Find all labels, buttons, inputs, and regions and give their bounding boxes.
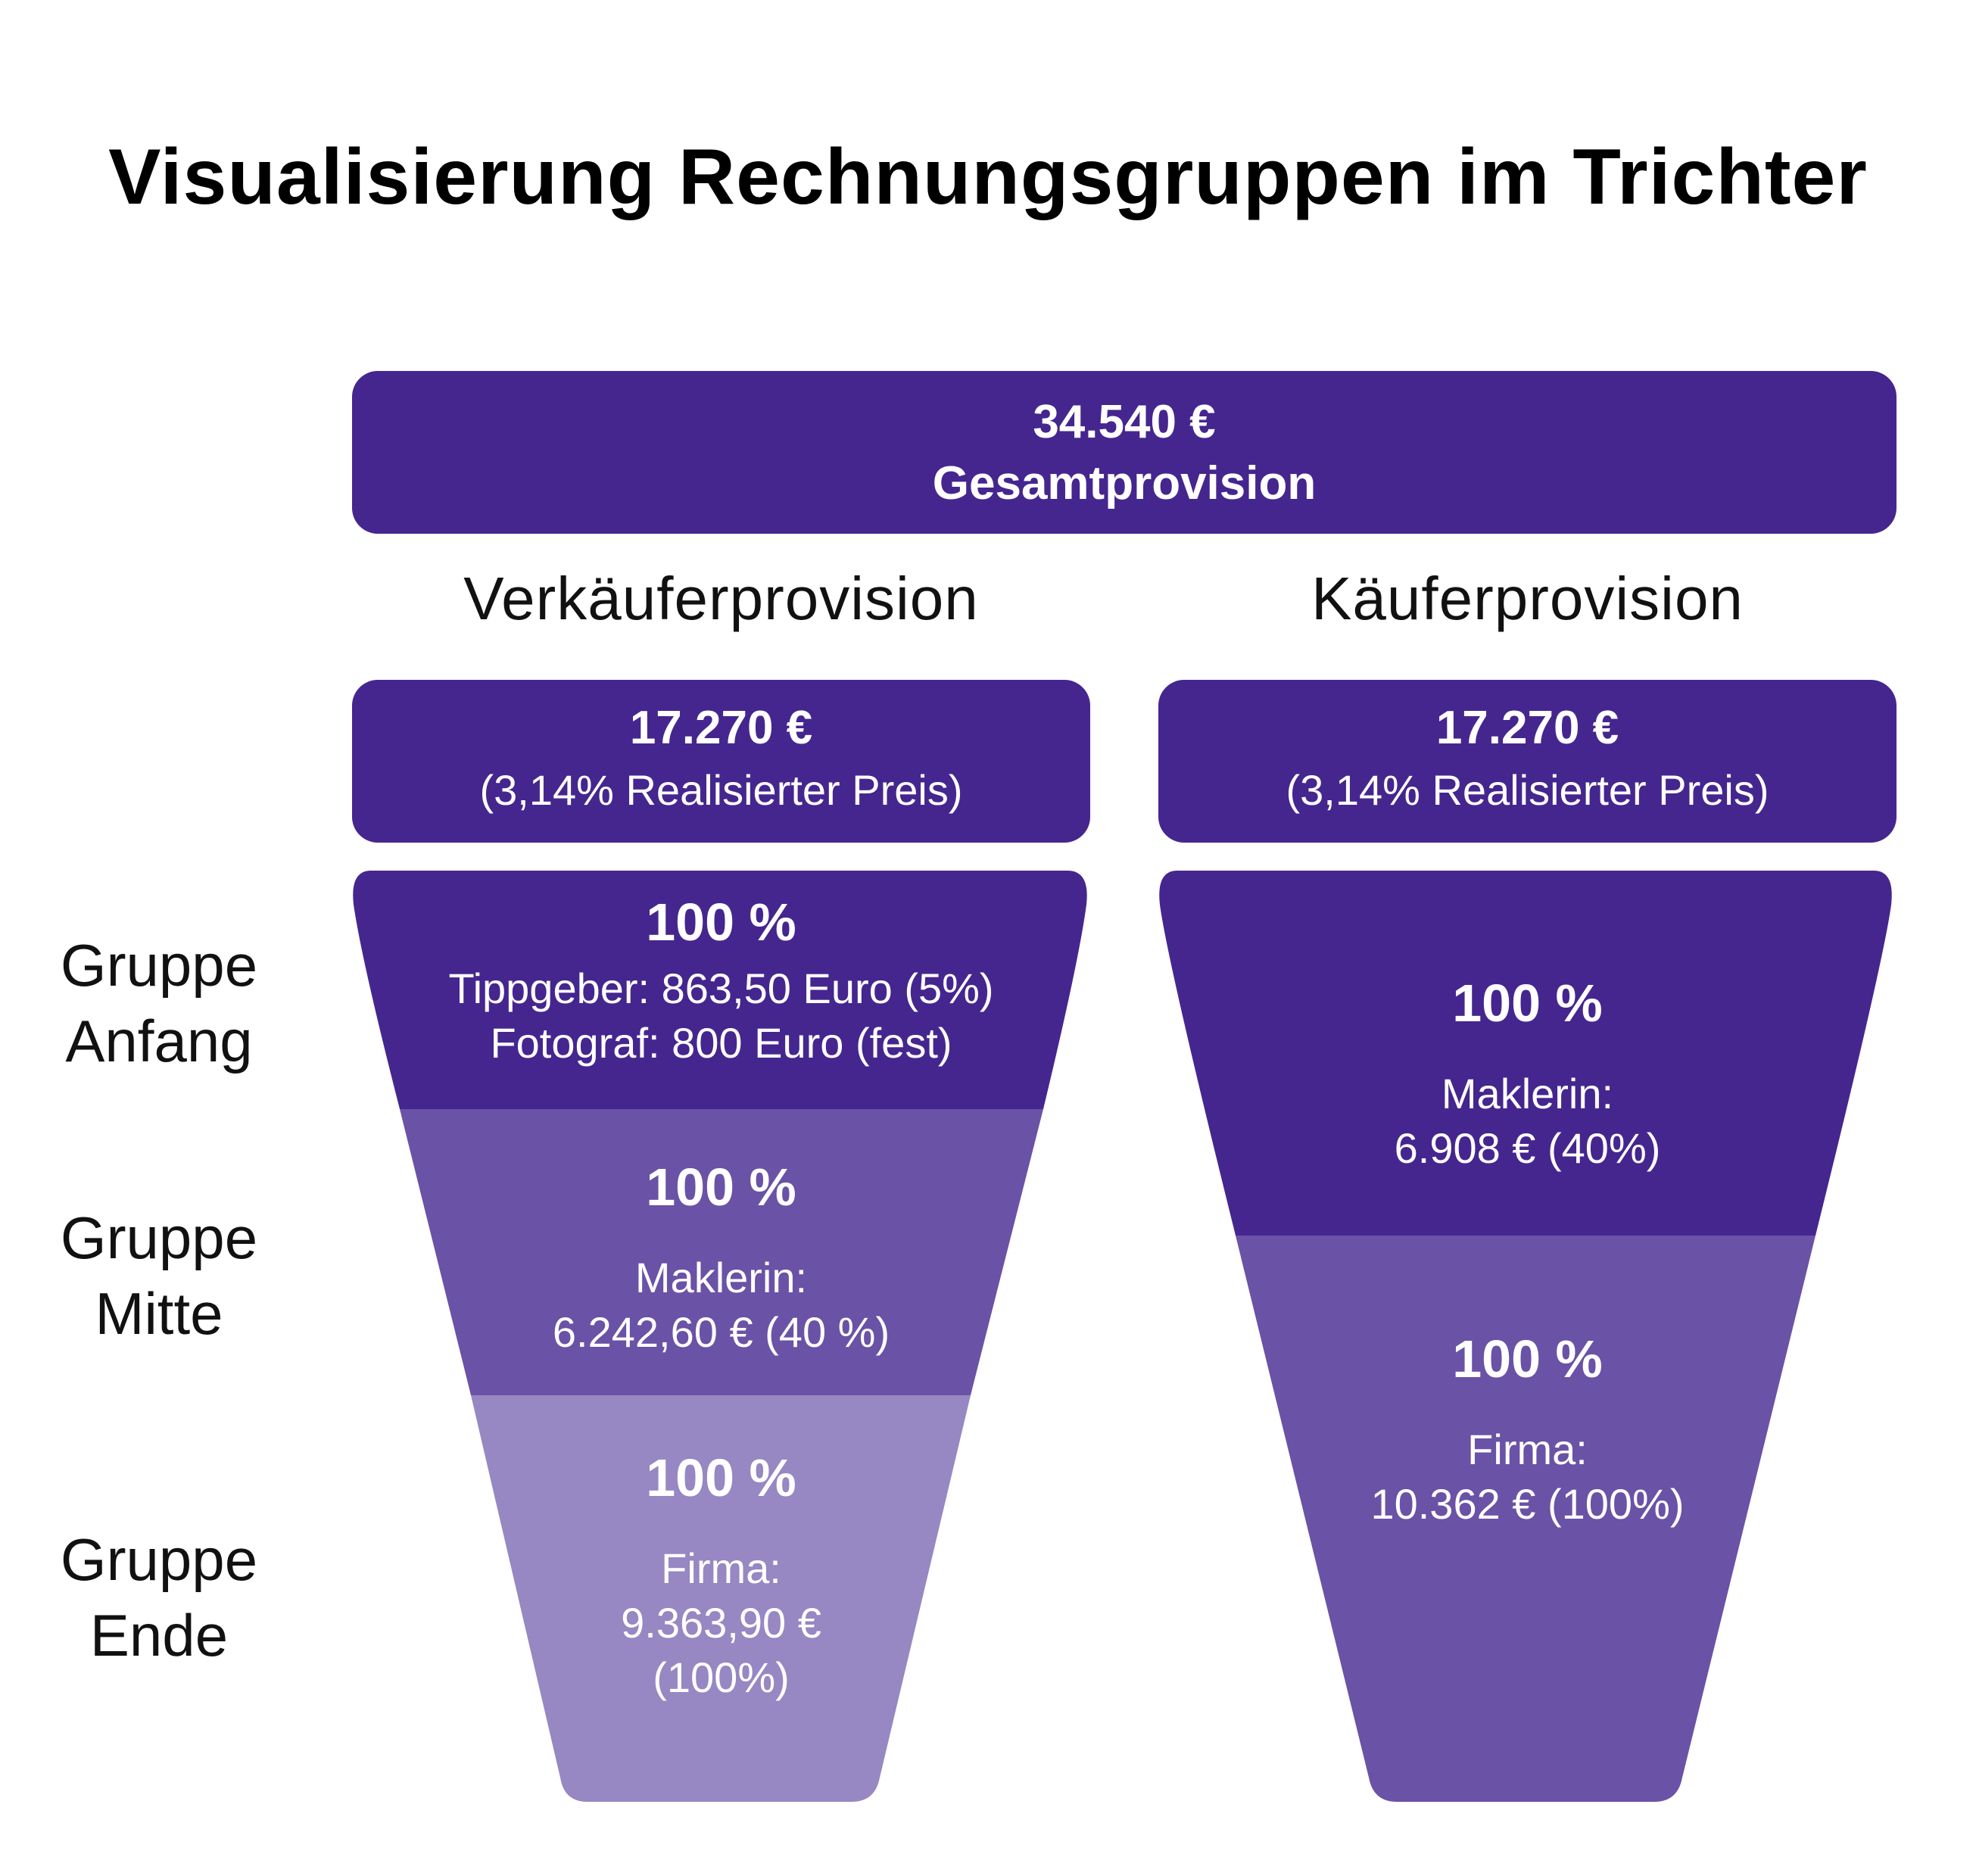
row-label-anfang-line-1: Gruppe [60,932,258,999]
row-label-anfang-line-2: Anfang [65,1008,253,1074]
seller-anfang-percent: 100 % [646,893,796,952]
buyer-heading: Käuferprovision [1311,565,1744,632]
seller-ende-line-3: (100%) [653,1653,790,1701]
buyer-commission-box: 17.270 € (3,14% Realisierter Preis) [1158,680,1897,843]
buyer-amount: 17.270 € [1435,702,1619,754]
seller-ende-line-2: 9.363,90 € [621,1599,821,1647]
row-label-anfang: Gruppe Anfang [30,927,288,1079]
buyer-mitte-line-1: Firma: [1467,1426,1588,1473]
seller-mitte-percent: 100 % [646,1158,796,1217]
buyer-mitte-percent: 100 % [1452,1329,1603,1388]
seller-mitte-label: 100 % Maklerin: 6.242,60 € (40 %) [352,1157,1090,1360]
seller-segment-mitte [400,1109,1043,1395]
buyer-segment-mitte [1236,1236,1815,1802]
seller-ende-label: 100 % Firma: 9.363,90 € (100%) [352,1448,1090,1705]
row-label-ende-line-2: Ende [89,1602,229,1669]
buyer-mitte-line-2: 10.362 € (100%) [1370,1480,1685,1528]
seller-anfang-line-2: Fotograf: 800 Euro (fest) [490,1019,952,1067]
row-label-mitte-line-2: Mitte [95,1280,223,1347]
seller-segment-ende [471,1395,971,1802]
row-label-mitte: Gruppe Mitte [30,1200,288,1351]
buyer-subtitle: (3,14% Realisierter Preis) [1286,766,1769,814]
total-commission-box: 34.540 € Gesamtprovision [352,371,1897,534]
buyer-anfang-percent: 100 % [1452,974,1603,1033]
row-label-ende-line-1: Gruppe [60,1526,258,1593]
seller-ende-line-1: Firma: [661,1544,781,1592]
seller-heading: Verkäuferprovision [463,565,979,632]
seller-mitte-line-1: Maklerin: [634,1254,808,1301]
seller-subtitle: (3,14% Realisierter Preis) [479,766,963,814]
buyer-segment-anfang [1159,871,1892,1236]
total-amount: 34.540 € [1033,396,1216,448]
total-label: Gesamtprovision [932,457,1317,510]
row-label-mitte-line-1: Gruppe [60,1204,258,1271]
buyer-anfang-line-2: 6.908 € (40%) [1394,1124,1661,1172]
seller-mitte-line-2: 6.242,60 € (40 %) [552,1308,890,1356]
buyer-anfang-line-1: Maklerin: [1441,1070,1614,1117]
seller-anfang-label: 100 % Tippgeber: 863,50 Euro (5%) Fotogr… [352,892,1090,1070]
seller-commission-box: 17.270 € (3,14% Realisierter Preis) [352,680,1090,843]
page-title: Visualisierung Rechnungsgruppen im Trich… [108,133,1868,221]
seller-ende-percent: 100 % [646,1448,796,1507]
seller-anfang-line-1: Tippgeber: 863,50 Euro (5%) [448,964,994,1012]
buyer-mitte-label: 100 % Firma: 10.362 € (100%) [1158,1329,1897,1532]
seller-amount: 17.270 € [629,702,813,754]
buyer-anfang-label: 100 % Maklerin: 6.908 € (40%) [1158,973,1897,1176]
row-label-ende: Gruppe Ende [30,1522,288,1673]
seller-segment-anfang [353,871,1087,1109]
